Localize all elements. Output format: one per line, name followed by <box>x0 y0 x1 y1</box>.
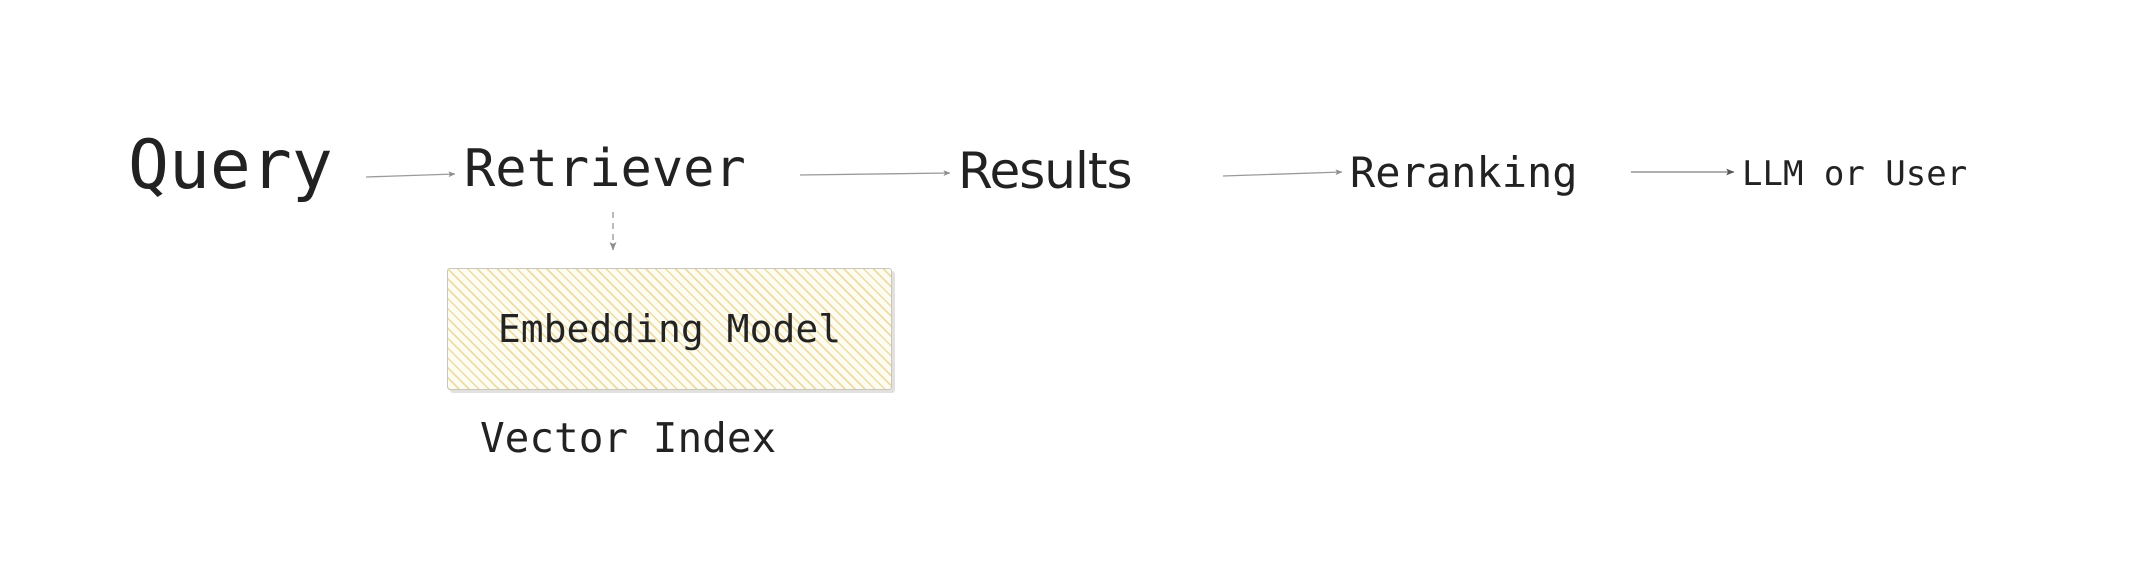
node-results[interactable]: Results <box>958 142 1133 200</box>
embedding-model-label: Embedding Model <box>497 307 842 351</box>
edge-query-retriever <box>365 171 456 178</box>
embedding-model-box[interactable]: Embedding Model <box>447 268 892 390</box>
node-reranking[interactable]: Reranking <box>1350 148 1578 197</box>
node-query[interactable]: Query <box>128 126 333 205</box>
edge-retriever-results <box>799 170 951 176</box>
vector-index-caption: Vector Index <box>480 414 777 462</box>
node-retriever[interactable]: Retriever <box>464 139 746 199</box>
node-llm-or-user[interactable]: LLM or User <box>1742 154 1968 194</box>
edge-results-reranking <box>1222 169 1343 177</box>
